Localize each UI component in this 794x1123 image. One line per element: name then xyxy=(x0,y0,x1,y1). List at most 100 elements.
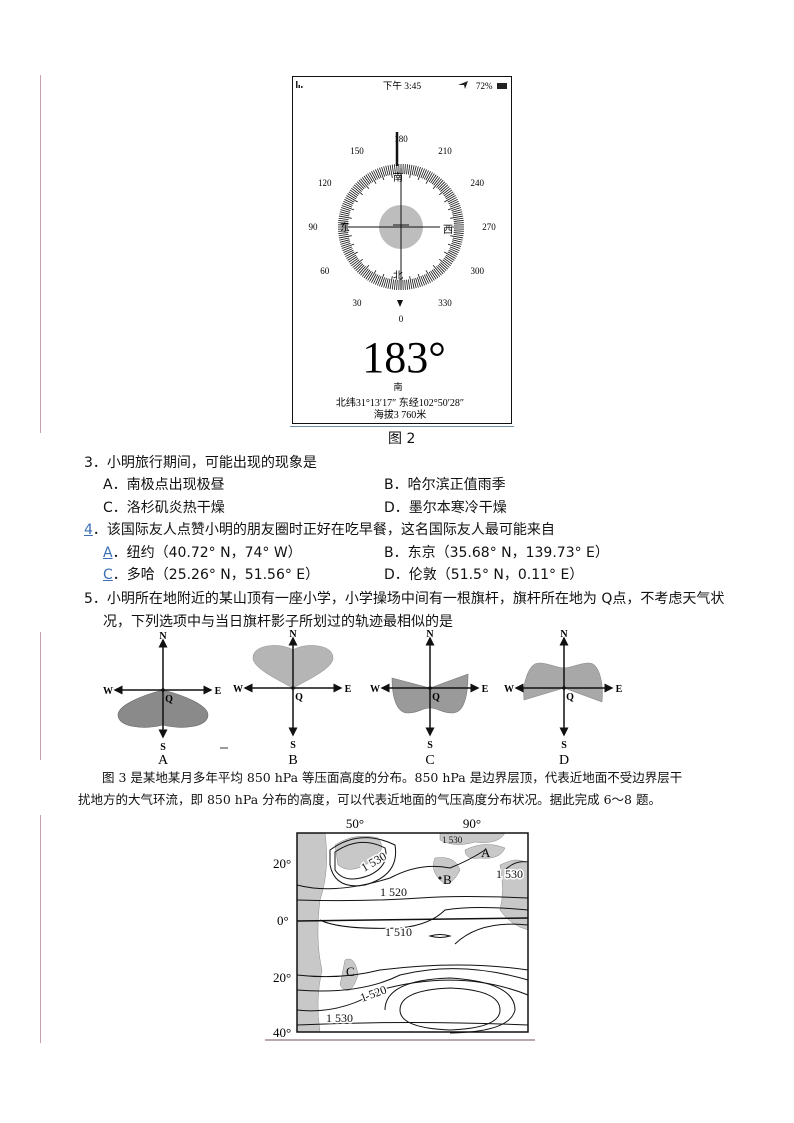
question-5-cont: 况，下列选项中与当日旗杆影子所划过的轨迹最相似的是 xyxy=(103,614,453,630)
dial-tick xyxy=(449,215,463,219)
label-s: S xyxy=(427,740,433,751)
dial-tick xyxy=(439,261,448,269)
svg-text:1 530: 1 530 xyxy=(326,1011,353,1025)
option-4a[interactable]: A．纽约（40.72° N，74° W） xyxy=(103,545,302,561)
dial-tick xyxy=(425,170,431,180)
dial-tick xyxy=(450,242,461,247)
dial-tick xyxy=(380,276,385,287)
dial-tick xyxy=(447,198,458,204)
dial-tick xyxy=(411,164,414,175)
dial-tick xyxy=(354,263,363,271)
option-3c[interactable]: C．洛杉矶炎热干燥 xyxy=(103,500,225,516)
dial-tick xyxy=(353,184,362,192)
dir-south: 南 xyxy=(393,171,403,184)
dial-tick xyxy=(443,194,456,202)
dial-tick xyxy=(376,275,382,286)
svg-text:1 510: 1 510 xyxy=(385,925,412,939)
dial-tick xyxy=(453,231,464,234)
dial-tick xyxy=(419,275,425,286)
dial-tick xyxy=(356,264,364,273)
dial-label-150: 150 xyxy=(350,145,364,155)
dial-tick xyxy=(350,187,359,195)
label-q: Q xyxy=(165,694,173,705)
question-4: 4．该国际友人点赞小明的朋友圈时正好在吃早餐，这名国际友人最可能来自 xyxy=(84,522,555,538)
dial-tick xyxy=(417,167,423,180)
figure-divider xyxy=(290,426,514,427)
dial-tick xyxy=(339,238,350,243)
dial-tick xyxy=(349,257,358,264)
dial-tick xyxy=(349,189,358,196)
dial-tick xyxy=(452,233,463,236)
option-4c[interactable]: C．多哈（25.26° N，51.56° E） xyxy=(103,567,320,583)
dial-tick xyxy=(423,169,429,180)
dial-tick xyxy=(451,208,462,213)
dial-tick xyxy=(435,179,443,188)
dial-tick xyxy=(407,278,410,289)
dial-tick xyxy=(452,213,463,216)
dial-tick xyxy=(338,233,349,236)
heading-value: 183° xyxy=(362,333,446,382)
dial-label-30: 30 xyxy=(352,298,362,308)
dial-tick xyxy=(339,210,350,215)
label-w: W xyxy=(504,684,514,695)
svg-text:1 520: 1 520 xyxy=(380,885,407,899)
dial-tick xyxy=(372,273,378,284)
dial-tick xyxy=(368,269,376,282)
dial-tick xyxy=(428,271,435,281)
dial-tick xyxy=(366,172,373,182)
option-4d[interactable]: D．伦敦（51.5° N，0.11° E） xyxy=(384,567,584,583)
dial-tick xyxy=(378,167,384,180)
figure-3-isobar-map: 50° 90° 20° 0° 20° 40° 1 530 1 520 1 530… xyxy=(265,816,535,1041)
altitude: 海拔3 760米 xyxy=(373,408,426,421)
dial-tick xyxy=(338,234,352,238)
dial-tick xyxy=(438,263,447,271)
dial-tick xyxy=(425,273,431,283)
dial-tick xyxy=(447,249,458,255)
dial-tick xyxy=(414,277,419,288)
isobar-contours xyxy=(296,837,529,1034)
dial-tick xyxy=(407,164,410,175)
battery-percent: 72% xyxy=(476,81,493,91)
margin-line xyxy=(40,75,41,433)
dial-tick xyxy=(359,264,369,276)
map-frame xyxy=(296,832,529,1033)
dial-tick xyxy=(403,163,406,174)
dial-tick xyxy=(346,254,356,261)
dial-tick xyxy=(412,165,417,176)
dial-tick xyxy=(453,229,464,232)
dial-tick xyxy=(421,168,427,179)
dial-tick xyxy=(376,167,382,178)
option-3d[interactable]: D．墨尔本寒冷干燥 xyxy=(384,500,507,516)
dial-tick xyxy=(361,176,369,185)
label-n: N xyxy=(159,631,167,642)
dial-tick xyxy=(425,171,433,184)
label-e: E xyxy=(215,686,222,697)
option-3b[interactable]: B．哈尔滨正值雨季 xyxy=(384,477,506,493)
dial-tick xyxy=(432,264,442,276)
dial-tick xyxy=(438,258,450,268)
dial-label-300: 300 xyxy=(470,266,484,276)
svg-text:1 530: 1 530 xyxy=(442,835,463,845)
dial-tick xyxy=(449,234,463,238)
dial-tick xyxy=(341,245,352,251)
choice-label-d: D xyxy=(559,753,569,767)
dial-tick xyxy=(384,277,389,288)
dial-tick xyxy=(364,174,372,183)
signal-icon xyxy=(295,80,302,88)
dial-tick xyxy=(339,240,350,245)
dial-tick xyxy=(437,264,445,273)
option-4b[interactable]: B．东京（35.68° N，139.73° E） xyxy=(384,545,609,561)
dial-tick xyxy=(382,277,387,288)
option-3a[interactable]: A．南极点出现极昼 xyxy=(103,477,225,493)
dial-tick xyxy=(345,251,358,259)
dial-tick xyxy=(432,177,442,189)
dial-tick xyxy=(361,268,369,277)
question-5: 5．小明所在地附近的某山顶有一座小学，小学操场中间有一根旗杆，旗杆所在地为 Q点… xyxy=(84,591,725,607)
dial-tick xyxy=(412,277,417,288)
dial-tick xyxy=(445,254,455,261)
dial-tick xyxy=(358,265,366,274)
